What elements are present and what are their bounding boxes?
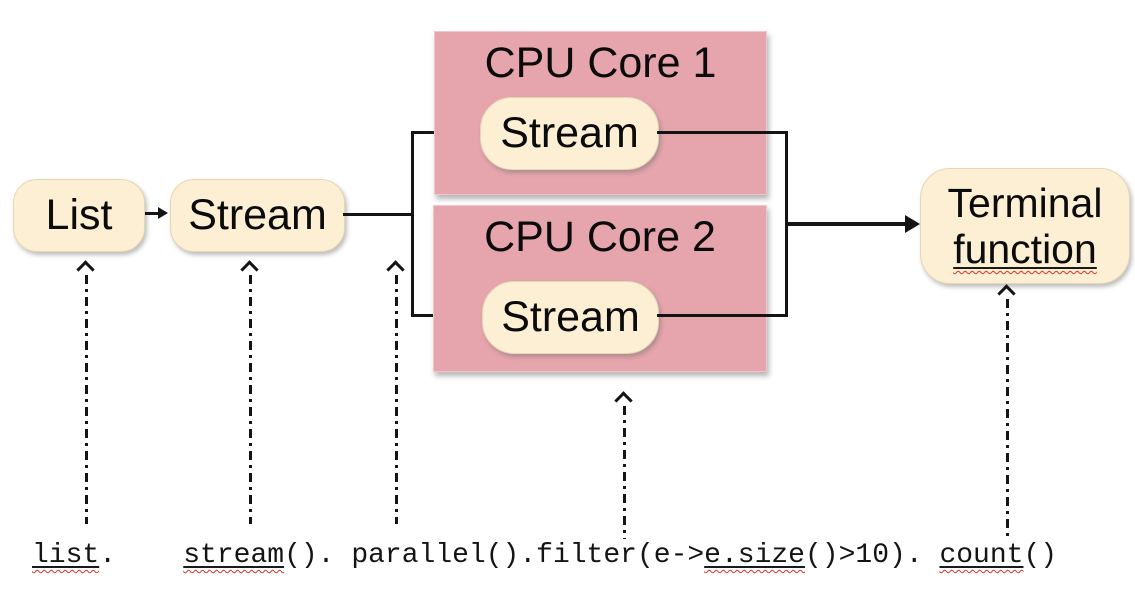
cpu-core-1-stream-label: Stream	[500, 109, 639, 157]
code-token-list: list	[32, 540, 100, 571]
code-gap	[116, 540, 183, 571]
stream1-out-line	[657, 131, 788, 134]
cpu-core-1-title: CPU Core 1	[484, 39, 717, 87]
join-to-terminal-line	[787, 222, 906, 226]
dashed-arrow-filter-line	[623, 406, 626, 539]
cpu-core-2-stream-node: Stream	[482, 281, 659, 354]
list-node: List	[13, 179, 145, 252]
arrow-list-to-stream-head-icon	[158, 207, 168, 219]
code-token: .	[99, 540, 117, 571]
code-gap	[923, 540, 940, 571]
code-token-count: count	[939, 540, 1024, 571]
terminal-function-node: Terminal function	[920, 168, 1130, 284]
code-gap	[335, 540, 352, 571]
list-node-label: List	[45, 191, 113, 239]
join-vertical-line	[785, 131, 788, 317]
stream-to-branch-line	[343, 213, 413, 216]
cpu-core-2-title: CPU Core 2	[484, 213, 716, 261]
dashed-arrow-stream-line	[249, 275, 252, 524]
branch-vertical-line	[411, 131, 414, 317]
arrow-list-to-stream-line	[145, 212, 160, 215]
stream-node: Stream	[170, 179, 345, 252]
terminal-node-line2: function	[953, 226, 1097, 272]
stream2-out-line	[657, 314, 788, 317]
code-token-esize: e.size	[704, 540, 805, 571]
code-token-stream: stream	[183, 540, 285, 571]
code-token: ()	[1023, 540, 1058, 571]
terminal-node-line1: Terminal	[947, 180, 1103, 226]
code-token: ().	[284, 540, 335, 571]
cpu-core-2-stream-label: Stream	[501, 293, 640, 341]
dashed-arrow-count-line	[1006, 299, 1009, 539]
stream-node-label: Stream	[188, 191, 327, 239]
terminal-arrowhead-icon	[905, 215, 920, 233]
dashed-arrow-list-line	[85, 275, 88, 524]
code-token-parallel-filter: parallel().filter(e->	[351, 540, 705, 571]
code-line: list. stream(). parallel().filter(e->e.s…	[32, 540, 1057, 572]
code-token: ()>10).	[805, 540, 923, 571]
cpu-core-1-stream-node: Stream	[480, 97, 659, 170]
dashed-arrow-parallel-line	[395, 275, 398, 524]
